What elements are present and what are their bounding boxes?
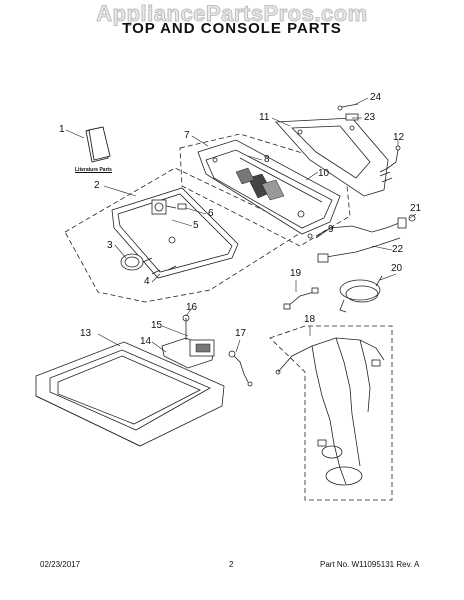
- callout-4: 4: [144, 276, 150, 287]
- hinge-parts: [161, 314, 215, 369]
- console-part: [197, 139, 341, 235]
- footer-part-number: Part No. W11095131 Rev. A: [320, 560, 420, 569]
- wire-17-part: [228, 350, 253, 387]
- callout-22: 22: [392, 244, 404, 255]
- callout-14: 14: [140, 336, 152, 347]
- screws-part: [151, 236, 177, 275]
- literature-part: [85, 126, 111, 163]
- top-lid-part: [35, 341, 225, 447]
- callout-21: 21: [410, 203, 422, 214]
- footer-date: 02/23/2017: [40, 560, 81, 569]
- wire-19-part: [283, 287, 319, 310]
- callout-3: 3: [107, 240, 113, 251]
- callout-5: 5: [193, 220, 199, 231]
- control-board-part: [275, 103, 393, 197]
- callout-15: 15: [151, 320, 163, 331]
- watermark: AppliancePartsPros.com: [96, 1, 368, 27]
- wire-harness-18-part: [275, 337, 385, 486]
- callout-16: 16: [186, 302, 198, 313]
- callout-24: 24: [370, 92, 382, 103]
- callout-12: 12: [393, 132, 405, 143]
- page-title: TOP AND CONSOLE PARTS: [122, 20, 342, 37]
- callout-13: 13: [80, 328, 92, 339]
- callout-10: 10: [318, 168, 330, 179]
- wire-coil-20-part: [339, 275, 383, 313]
- leader-lines: [65, 97, 417, 353]
- callout-19: 19: [290, 268, 302, 279]
- callout-18: 18: [304, 314, 316, 325]
- callout-1: 1: [59, 124, 65, 135]
- callout-11: 11: [259, 112, 270, 123]
- top-panel-part: [111, 187, 239, 279]
- callout-9: 9: [328, 224, 334, 235]
- knob-part: [120, 253, 153, 271]
- callout-23: 23: [364, 112, 376, 123]
- harness-dashed-box: [269, 325, 393, 501]
- power-cord-part: [307, 214, 416, 263]
- literature-parts-label: Literature Parts: [75, 167, 112, 173]
- top-cover-dashed-box: [64, 167, 306, 303]
- footer-page-number: 2: [229, 560, 234, 569]
- callout-2: 2: [94, 180, 100, 191]
- console-dashed-box: [179, 133, 351, 247]
- callout-20: 20: [391, 263, 403, 274]
- callout-7: 7: [184, 130, 190, 141]
- callout-6: 6: [208, 208, 214, 219]
- small-parts-5-6: [165, 203, 187, 210]
- callout-17: 17: [235, 328, 247, 339]
- callout-8: 8: [264, 154, 270, 165]
